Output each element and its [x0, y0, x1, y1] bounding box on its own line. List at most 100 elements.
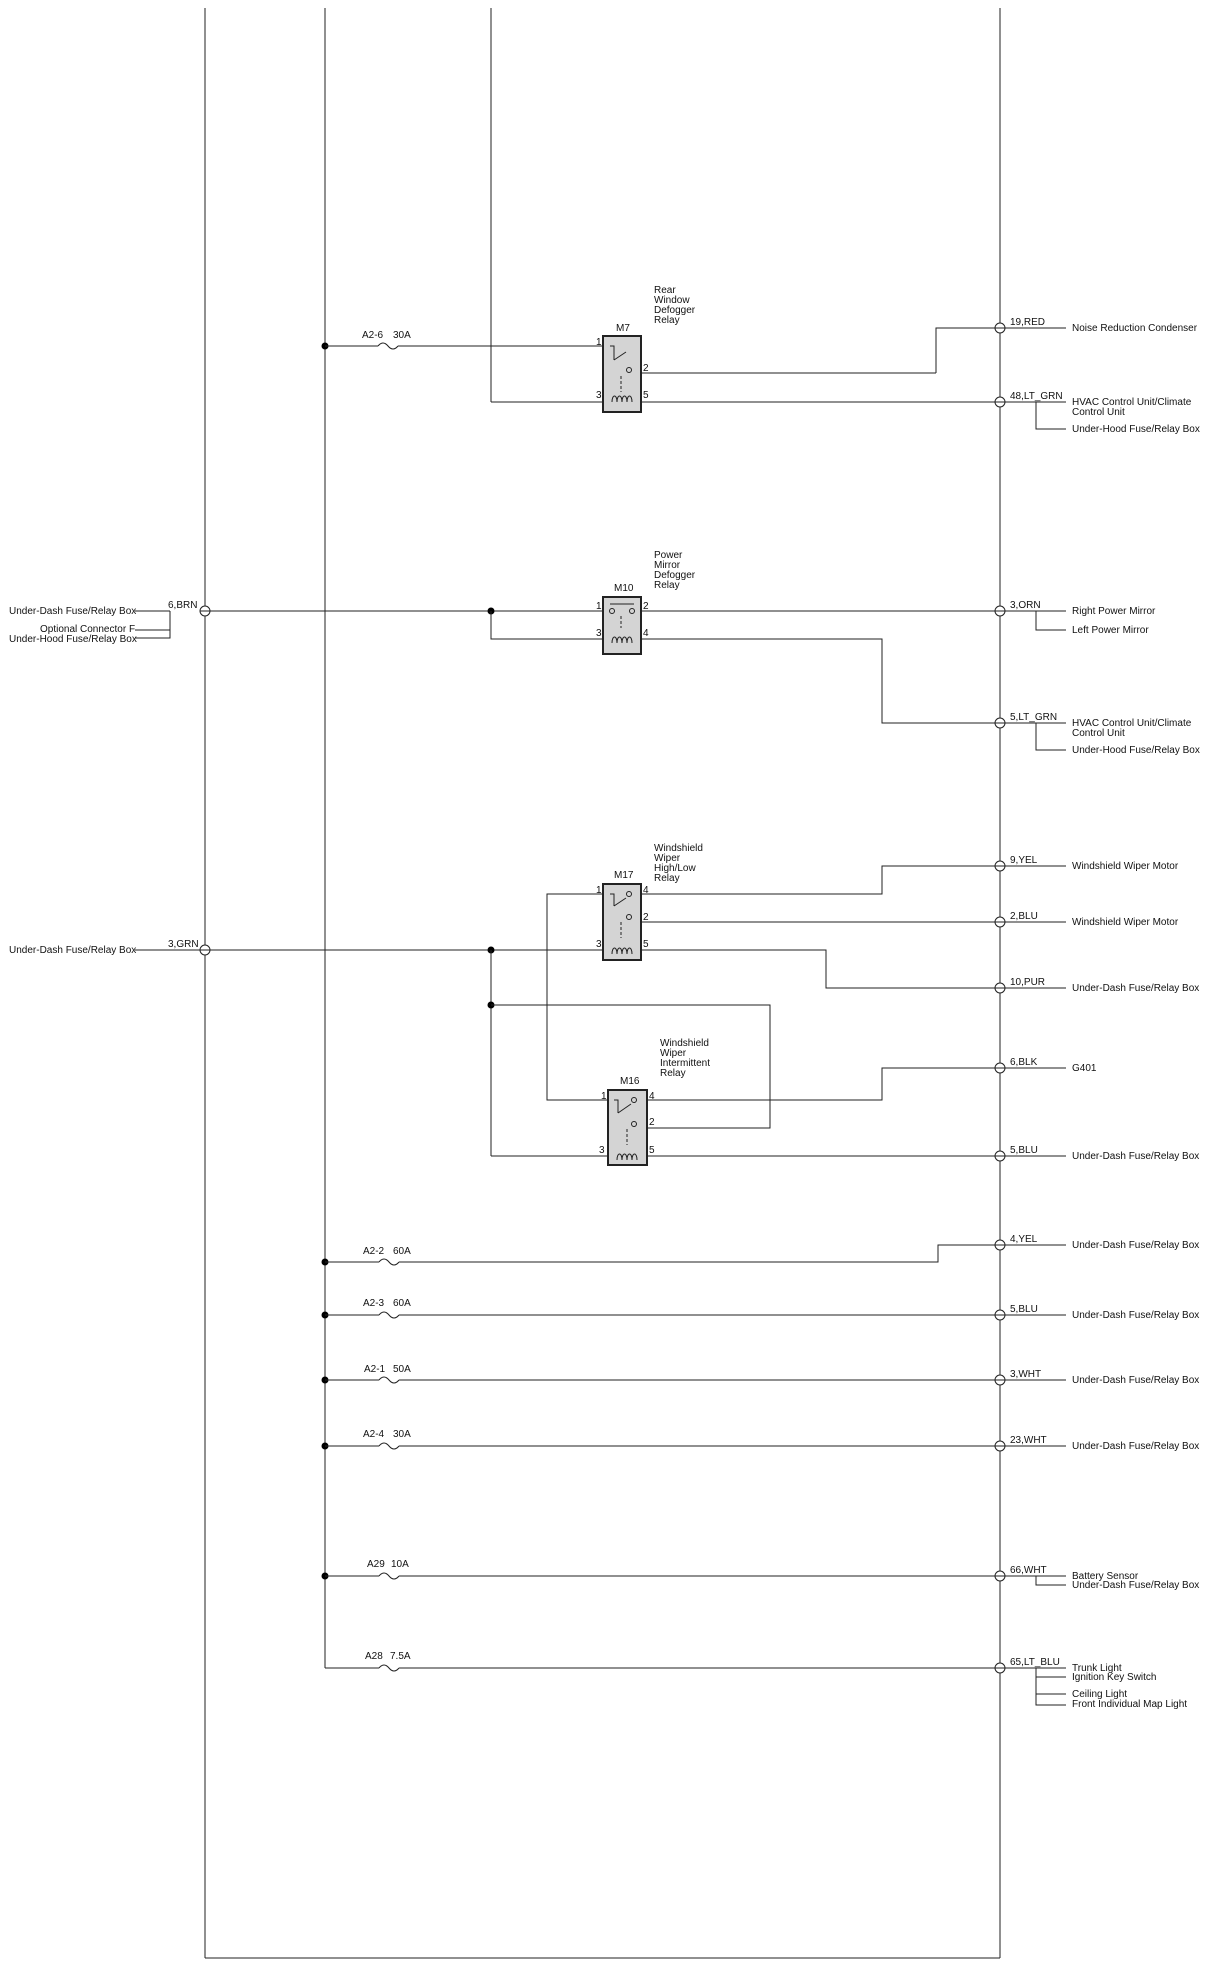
fuse-symbol [378, 1376, 400, 1384]
relay-contact-point [629, 608, 635, 614]
relay-pin: 3 [596, 939, 602, 950]
fuse-symbol [378, 1442, 400, 1450]
right-connector-label: Left Power Mirror [1072, 625, 1149, 636]
relay-name-line: Power [654, 550, 683, 561]
relay-coil [616, 1153, 638, 1161]
fuse-symbol [378, 1572, 400, 1580]
fuse-id: A2-2 [363, 1246, 385, 1257]
fuse-symbol [378, 1664, 400, 1672]
relay-pin: 4 [643, 628, 649, 639]
relay-contact-point [626, 367, 632, 373]
wire [399, 1244, 1000, 1263]
right-connector-pin: 5,BLU [1010, 1304, 1038, 1315]
relay-pin: 2 [649, 1117, 655, 1128]
relay-name-line: Defogger [654, 570, 696, 581]
relay-name-line: Wiper [654, 853, 681, 864]
right-connector: 48,LT_GRN HVAC Control Unit/Climate Cont… [994, 391, 1200, 435]
relay-contact [610, 893, 615, 906]
right-connector-label: Noise Reduction Condenser [1072, 323, 1198, 334]
relay-id: M16 [620, 1076, 640, 1087]
fuse-rating: 60A [393, 1298, 411, 1309]
right-connector: 10,PUR Under-Dash Fuse/Relay Box [994, 977, 1199, 994]
right-connector: 4,YEL Under-Dash Fuse/Relay Box [994, 1234, 1199, 1251]
relay-pin: 3 [599, 1145, 605, 1156]
right-connector-label: Trunk Light [1072, 1663, 1122, 1674]
fuse-rating: 60A [393, 1246, 411, 1257]
relay-name-line: Defogger [654, 305, 696, 316]
right-connector-label: Right Power Mirror [1072, 606, 1156, 617]
left-connector-label: Under-Dash Fuse/Relay Box [9, 945, 136, 956]
relay-name-line: Intermittent [660, 1058, 710, 1069]
relay-id: M10 [614, 583, 634, 594]
fuse-rating: 30A [393, 1429, 411, 1440]
wire [641, 865, 1000, 895]
relay-pin: 3 [596, 390, 602, 401]
relay-name-line: Relay [654, 315, 680, 326]
wire [135, 611, 171, 639]
relay-name-line: Mirror [654, 560, 681, 571]
right-connector: 5,LT_GRN HVAC Control Unit/Climate Contr… [994, 712, 1200, 756]
relay-pin: 1 [596, 601, 602, 612]
right-connector: 3,WHT Under-Dash Fuse/Relay Box [994, 1369, 1199, 1386]
relay-pin: 1 [601, 1091, 607, 1102]
relay-switch-arm [617, 1103, 632, 1114]
right-connector-pin: 5,BLU [1010, 1145, 1038, 1156]
right-connector-pin: 6,BLK [1010, 1057, 1038, 1068]
relay-pin: 1 [596, 885, 602, 896]
relay-m10-box [602, 596, 642, 655]
right-connector-label: G401 [1072, 1063, 1097, 1074]
relay-name-line: Relay [660, 1068, 686, 1079]
relay-id: M17 [614, 870, 634, 881]
right-connector-label: Front Individual Map Light [1072, 1699, 1187, 1710]
relay-name-line: Rear [654, 285, 676, 296]
left-connector-pin: 3,GRN [168, 939, 199, 950]
right-connector-label: Under-Dash Fuse/Relay Box [1072, 1240, 1199, 1251]
relay-name-line: Windshield [654, 843, 703, 854]
wire [490, 611, 603, 640]
relay-m16-box [607, 1089, 648, 1166]
right-connector: 65,LT_BLU Trunk Light Ignition Key Switc… [994, 1657, 1187, 1710]
relay-switch-arm [613, 897, 627, 907]
relay-m7-box [602, 335, 642, 413]
wire [546, 893, 608, 1101]
right-connector-label: Control Unit [1072, 728, 1125, 739]
right-connector: 5,BLU Under-Dash Fuse/Relay Box [994, 1145, 1199, 1162]
right-connector-label: Under-Dash Fuse/Relay Box [1072, 1310, 1199, 1321]
right-connector-label: Windshield Wiper Motor [1072, 861, 1179, 872]
right-connector-label: Under-Hood Fuse/Relay Box [1072, 424, 1200, 435]
right-connector-pin: 9,YEL [1010, 855, 1038, 866]
right-connector-label: Under-Dash Fuse/Relay Box [1072, 1375, 1199, 1386]
relay-name-line: Relay [654, 873, 680, 884]
left-connector-pin: 6,BRN [168, 600, 197, 611]
relay-contact-point [609, 608, 615, 614]
relay-pin: 2 [643, 601, 649, 612]
fuse-id: A2-1 [364, 1364, 386, 1375]
right-connector: 19,RED Noise Reduction Condenser [994, 317, 1198, 334]
fuse-rating: 30A [393, 330, 411, 341]
fuse-id: A2-3 [363, 1298, 385, 1309]
right-connector-pin: 66,WHT [1010, 1565, 1047, 1576]
right-connector: 2,BLU Windshield Wiper Motor [994, 911, 1179, 928]
relay-contact-point [631, 1121, 637, 1127]
right-connector-pin: 2,BLU [1010, 911, 1038, 922]
relay-pin: 5 [643, 939, 649, 950]
wire [935, 327, 1000, 373]
relay-name-line: Windshield [660, 1038, 709, 1049]
right-connector-label: Ceiling Light [1072, 1689, 1127, 1700]
relay-pin: 2 [643, 363, 649, 374]
right-connector-label: HVAC Control Unit/Climate [1072, 718, 1192, 729]
right-connector-pin: 4,YEL [1010, 1234, 1038, 1245]
left-connector-label: Optional Connector F [40, 624, 135, 635]
right-connector: 66,WHT Battery Sensor Under-Dash Fuse/Re… [994, 1565, 1199, 1591]
right-connector-pin: 23,WHT [1010, 1435, 1047, 1446]
relay-pin: 4 [649, 1091, 655, 1102]
fuse-id: A29 [367, 1559, 385, 1570]
right-connector-pin: 10,PUR [1010, 977, 1045, 988]
right-connector-pin: 65,LT_BLU [1010, 1657, 1060, 1668]
fuse-symbol [378, 1311, 400, 1319]
fuse-symbol [378, 1258, 400, 1266]
relay-pin: 4 [643, 885, 649, 896]
relay-name-line: Window [654, 295, 690, 306]
relay-coil [611, 947, 633, 955]
